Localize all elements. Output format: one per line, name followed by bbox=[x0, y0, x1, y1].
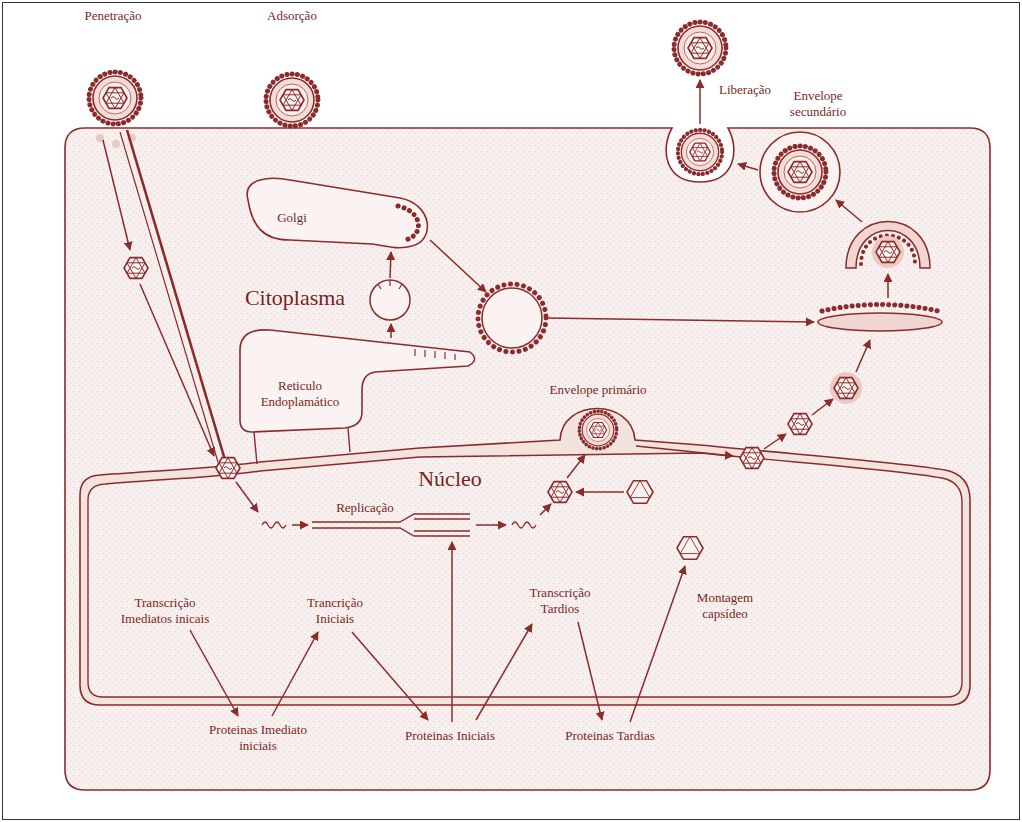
step-label: Transcrição Imediatos inicais bbox=[110, 595, 220, 626]
filled-capsid bbox=[548, 482, 572, 503]
structure-label: Envelope primário bbox=[533, 382, 663, 398]
exiting-capsid bbox=[740, 448, 764, 469]
pore-capsid bbox=[216, 458, 240, 479]
glycoprotein-vesicle bbox=[478, 284, 546, 352]
budding-virion bbox=[678, 130, 722, 174]
cell-membrane bbox=[65, 128, 990, 790]
empty-capsid bbox=[627, 481, 653, 504]
released-virion bbox=[674, 22, 726, 74]
er-junction bbox=[254, 432, 257, 464]
golgi-shape bbox=[247, 178, 427, 247]
protein-label: Proteinas Imediato iniciais bbox=[208, 722, 308, 753]
transport-vesicle bbox=[370, 280, 410, 320]
protein-label: Proteinas Iniciais bbox=[390, 728, 510, 744]
penetrating-virion bbox=[89, 72, 141, 124]
cytoplasmic-capsid bbox=[788, 414, 812, 435]
flow-arrows bbox=[103, 80, 888, 722]
er-junction bbox=[348, 428, 350, 452]
reticulum-shape bbox=[240, 330, 475, 464]
stage-label: Adsorção bbox=[252, 8, 332, 24]
reticulum-outline bbox=[240, 330, 475, 432]
step-label: Montagem capsídeo bbox=[685, 590, 765, 621]
secondary-envelope-vesicle bbox=[760, 132, 840, 212]
tegument-capsid bbox=[830, 372, 862, 404]
step-label: Transcrição Tardios bbox=[520, 585, 600, 616]
reticulum-ribosomes bbox=[415, 349, 455, 360]
wrapping-cup bbox=[846, 222, 930, 269]
dna-replication bbox=[262, 514, 536, 536]
assembling-capsid bbox=[677, 537, 703, 560]
structure-label: Envelope secundário bbox=[781, 88, 856, 119]
organelle-label: Golgi bbox=[262, 210, 322, 226]
wrapping-membrane bbox=[818, 305, 942, 332]
golgi-spikes bbox=[398, 206, 418, 240]
stage-label: Liberação bbox=[705, 82, 785, 98]
step-label: Replicação bbox=[320, 500, 410, 516]
cytoplasmic-capsid bbox=[124, 258, 148, 279]
inner-nuclear-membrane bbox=[88, 453, 962, 697]
golgi-outline bbox=[247, 178, 427, 247]
region-label: Núcleo bbox=[400, 466, 500, 492]
region-label: Citoplasma bbox=[225, 285, 365, 311]
adsorbed-virion bbox=[266, 74, 318, 126]
step-label: Trancrição Iniciais bbox=[295, 595, 375, 626]
protein-label: Proteinas Tardias bbox=[550, 728, 670, 744]
stage-label: Penetração bbox=[68, 8, 158, 24]
microtubule bbox=[120, 130, 225, 462]
figure-frame bbox=[3, 3, 1020, 820]
primary-envelope-virion bbox=[579, 411, 616, 448]
organelle-label: Reticulo Endoplamático bbox=[250, 378, 350, 409]
